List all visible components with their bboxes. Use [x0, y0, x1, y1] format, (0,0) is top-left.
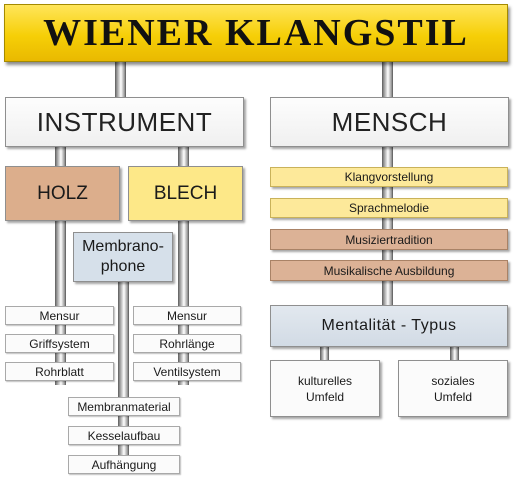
membrano-item-label: Kesselaufbau [87, 428, 161, 443]
connector-pipe [320, 345, 329, 365]
factor-klangvorstellung: Klangvorstellung [270, 167, 508, 187]
membrano-item-membranmaterial: Membranmaterial [68, 397, 180, 416]
membrano-item-kesselaufbau: Kesselaufbau [68, 426, 180, 445]
factor-musiziertradition: Musiziertradition [270, 229, 508, 250]
instrument-box: INSTRUMENT [5, 97, 244, 147]
factor-label: Musikalische Ausbildung [323, 263, 455, 278]
blech-box: BLECH [128, 166, 243, 221]
holz-item-griffsystem: Griffsystem [5, 334, 114, 353]
holz-item-label: Rohrblatt [35, 364, 84, 379]
soziales-umfeld-box: soziales Umfeld [398, 360, 508, 417]
mentalitaet-label: Mentalität - Typus [321, 317, 457, 334]
kulturelles-umfeld-box: kulturelles Umfeld [270, 360, 380, 417]
connector-pipe [55, 145, 66, 170]
blech-item-ventilsystem: Ventilsystem [133, 362, 241, 381]
membrano-item-label: Aufhängung [91, 457, 157, 472]
connector-pipe [115, 60, 126, 100]
holz-item-rohrblatt: Rohrblatt [5, 362, 114, 381]
kulturelles-line1: kulturelles [297, 373, 353, 388]
connector-pipe [450, 345, 459, 365]
holz-box: HOLZ [5, 166, 120, 221]
membranophone-label-line1: Membrano- [82, 238, 164, 255]
mensch-label: MENSCH [331, 106, 448, 137]
factor-label: Musiziertradition [345, 232, 433, 247]
mentalitaet-typus-box: Mentalität - Typus [270, 305, 508, 347]
connector-pipe [382, 60, 393, 100]
blech-item-rohrlaenge: Rohrlänge [133, 334, 241, 353]
blech-item-label: Ventilsystem [153, 364, 221, 379]
holz-item-label: Mensur [39, 308, 80, 323]
factor-sprachmelodie: Sprachmelodie [270, 198, 508, 218]
membrano-item-aufhaengung: Aufhängung [68, 455, 180, 474]
blech-item-label: Mensur [166, 308, 207, 323]
holz-item-label: Griffsystem [29, 336, 90, 351]
factor-label: Sprachmelodie [348, 201, 430, 215]
soziales-line1: soziales [431, 373, 475, 388]
holz-item-mensur: Mensur [5, 306, 114, 325]
blech-label: BLECH [153, 182, 218, 204]
factor-label: Klangvorstellung [344, 170, 434, 184]
kulturelles-line2: Umfeld [305, 389, 344, 404]
connector-pipe [118, 280, 129, 465]
membrano-item-label: Membranmaterial [77, 399, 171, 414]
connector-pipe [55, 220, 66, 385]
membranophone-box: Membrano- phone [73, 232, 173, 282]
holz-label: HOLZ [37, 182, 88, 204]
title-text: WIENER KLANGSTIL [43, 12, 469, 54]
factor-musikalische-ausbildung: Musikalische Ausbildung [270, 260, 508, 281]
connector-pipe [178, 220, 189, 385]
diagram-title: WIENER KLANGSTIL [4, 4, 508, 62]
soziales-line2: Umfeld [433, 389, 472, 404]
instrument-label: INSTRUMENT [36, 106, 213, 137]
blech-item-mensur: Mensur [133, 306, 241, 325]
connector-pipe [382, 145, 393, 310]
connector-pipe [178, 145, 189, 170]
membranophone-label-line2: phone [100, 258, 146, 275]
mensch-box: MENSCH [270, 97, 509, 147]
blech-item-label: Rohrlänge [159, 336, 215, 351]
